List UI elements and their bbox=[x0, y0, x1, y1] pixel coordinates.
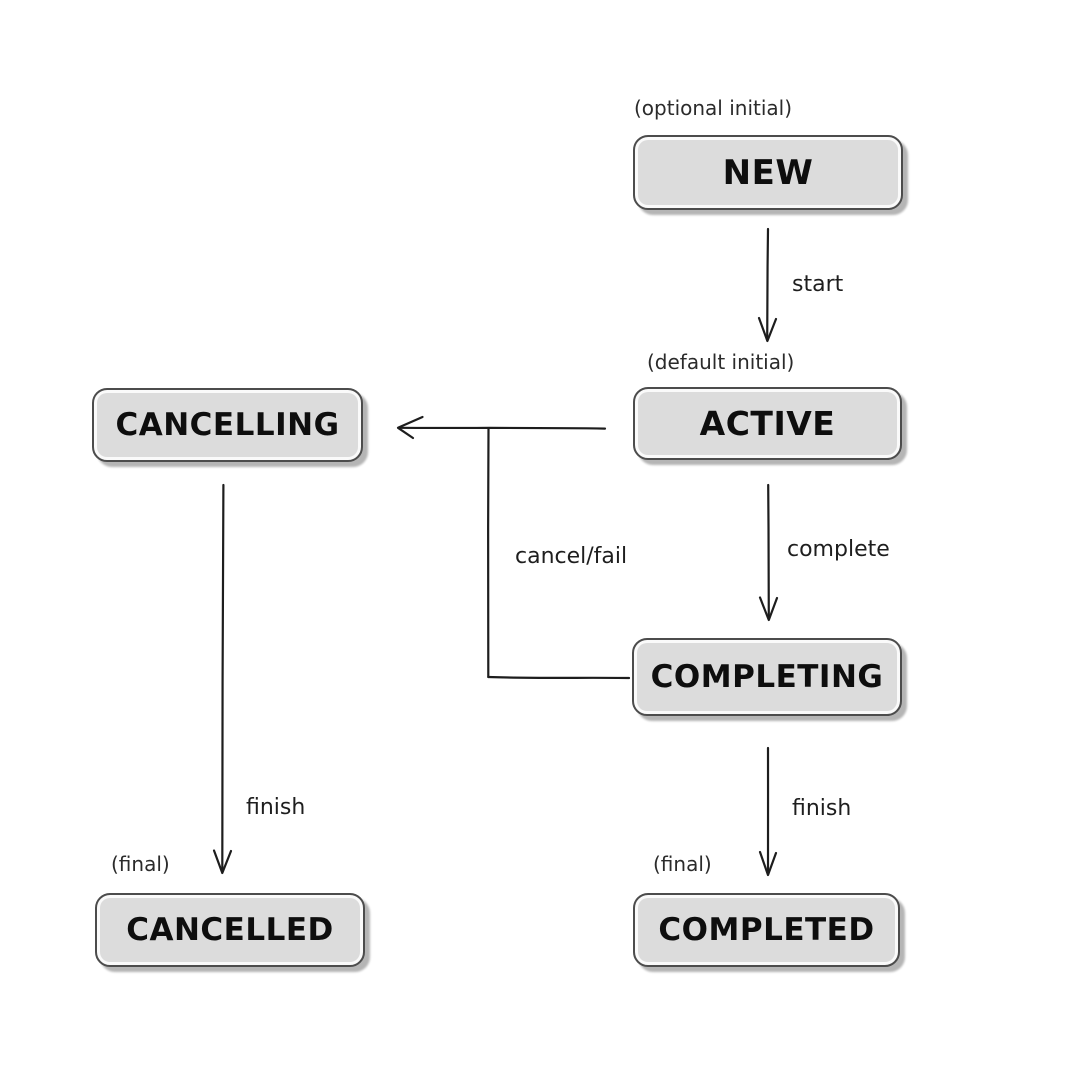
state-completing-label: COMPLETING bbox=[650, 659, 884, 695]
edge-cancel-branch-horizontal-line bbox=[487, 675, 631, 680]
arrowhead-start-icon bbox=[757, 316, 778, 343]
edge-finish-left-line bbox=[221, 483, 225, 874]
state-completed: COMPLETED bbox=[633, 893, 900, 967]
edge-label-finish-left: finish bbox=[246, 795, 306, 820]
state-cancelling: CANCELLING bbox=[92, 388, 363, 462]
arrowhead-finish-left-icon bbox=[212, 849, 233, 875]
state-cancelled-label: CANCELLED bbox=[126, 912, 334, 948]
annotation-default-initial: (default initial) bbox=[647, 350, 795, 374]
edge-label-start: start bbox=[792, 272, 844, 297]
annotation-optional-initial: (optional initial) bbox=[634, 96, 793, 120]
arrowhead-cancel-icon bbox=[396, 415, 424, 440]
edge-label-cancel-fail: cancel/fail bbox=[515, 544, 628, 569]
state-completing: COMPLETING bbox=[632, 638, 902, 716]
annotation-final-completed: (final) bbox=[653, 852, 712, 876]
state-completed-label: COMPLETED bbox=[658, 912, 875, 948]
arrowhead-finish-right-icon bbox=[758, 850, 778, 877]
state-new: NEW bbox=[633, 135, 903, 210]
state-active-label: ACTIVE bbox=[699, 404, 836, 443]
edge-label-finish-right: finish bbox=[792, 796, 852, 821]
edge-complete-line bbox=[767, 483, 770, 621]
state-cancelling-label: CANCELLING bbox=[115, 407, 340, 443]
arrowhead-complete-icon bbox=[758, 596, 779, 622]
edge-cancel-horizontal-line bbox=[398, 426, 607, 430]
annotation-final-cancelled: (final) bbox=[111, 852, 170, 876]
state-cancelled: CANCELLED bbox=[95, 893, 365, 967]
state-new-label: NEW bbox=[722, 152, 814, 193]
edge-start-line bbox=[766, 227, 770, 342]
state-active: ACTIVE bbox=[633, 387, 902, 460]
edge-label-complete: complete bbox=[787, 537, 890, 562]
